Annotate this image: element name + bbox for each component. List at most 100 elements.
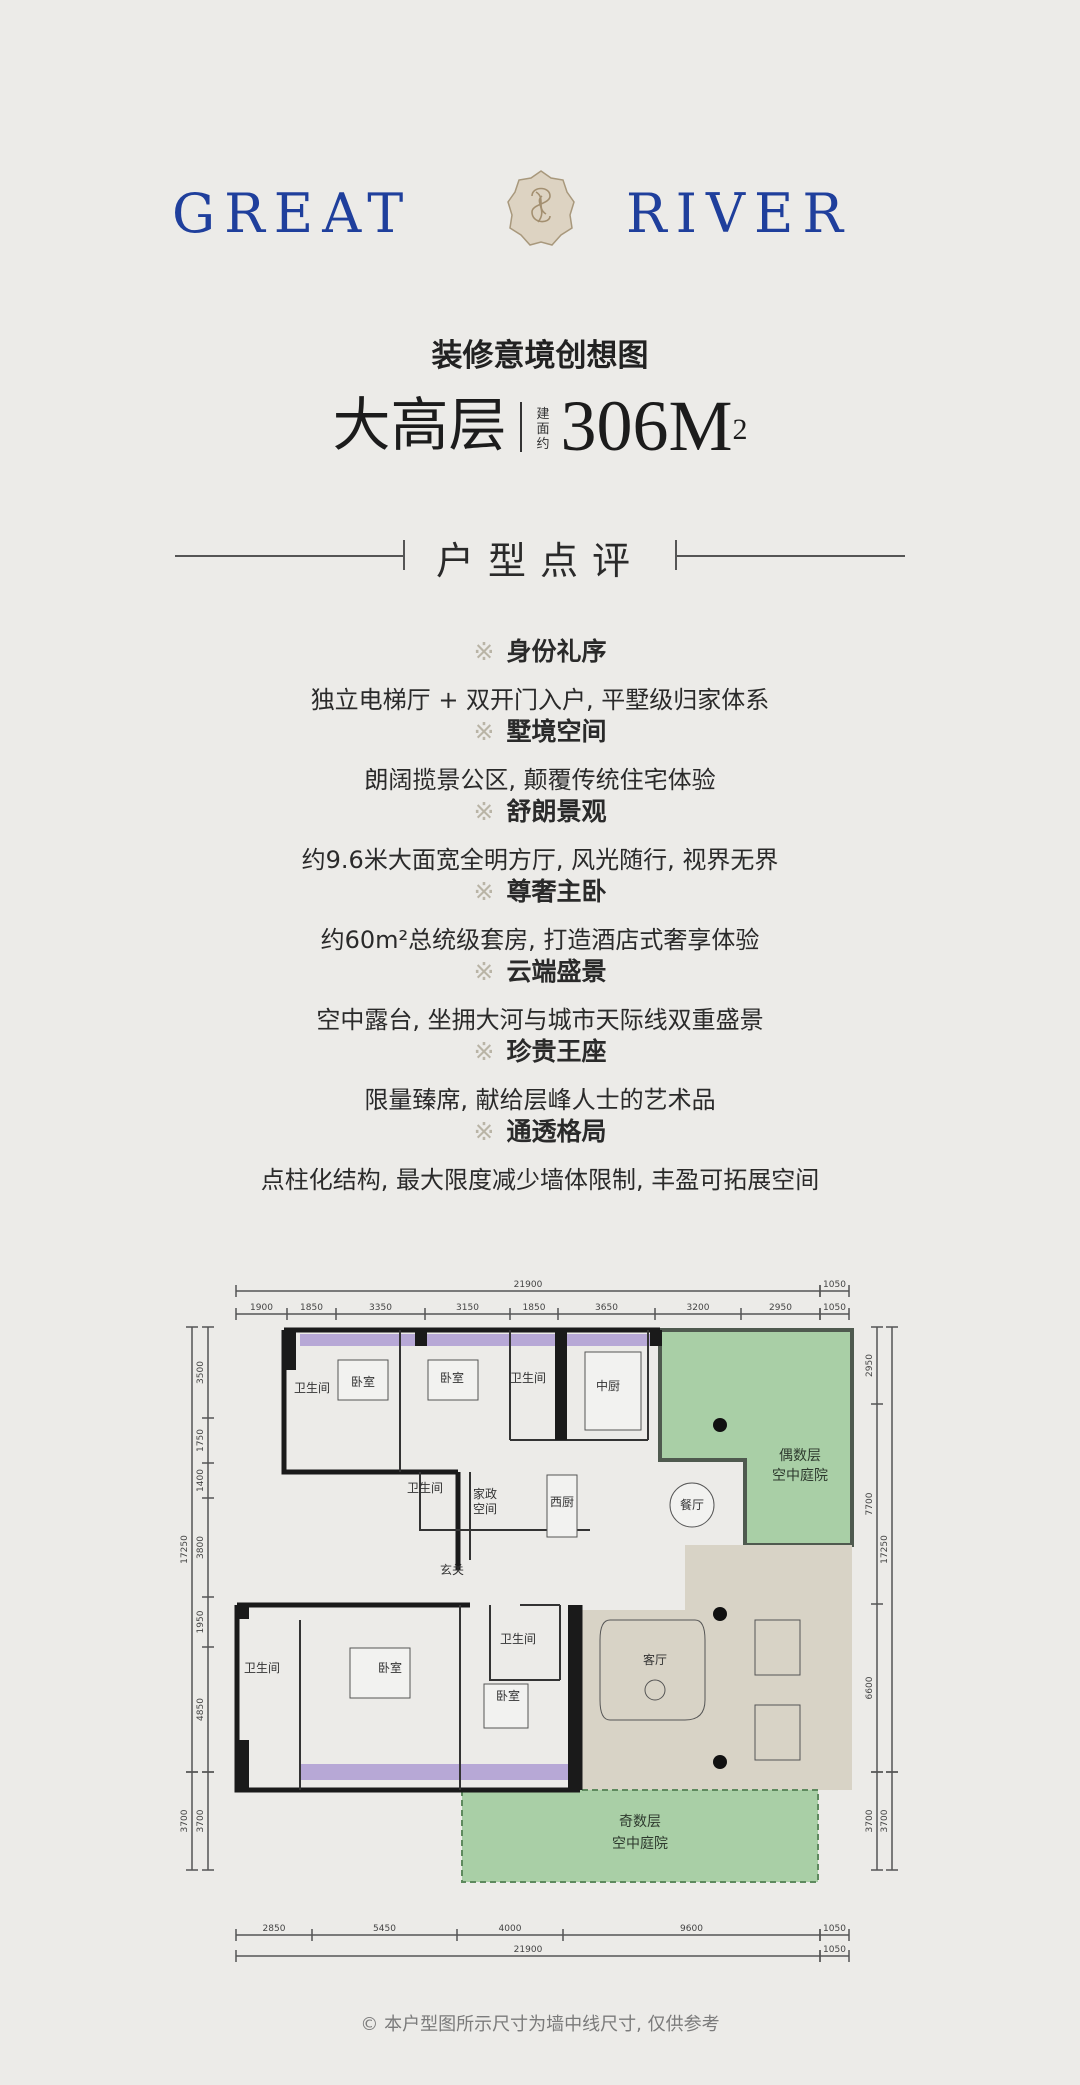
wall-pillar (284, 1330, 296, 1370)
room-label-bathroom: 卫生间 (500, 1632, 536, 1646)
dimension-label: 21900 (514, 1945, 543, 1955)
review-heading: ※通透格局 (0, 1112, 1080, 1148)
dimension-label: 1900 (250, 1303, 273, 1313)
review-heading: ※ 墅境空间 (0, 712, 1080, 748)
room-label-bathroom: 卫生间 (510, 1371, 546, 1385)
room-label-housekeeping: 空间 (473, 1502, 497, 1516)
review-item: ※通透格局点柱化结构, 最大限度减少墙体限制, 丰盈可拓展空间 (0, 1112, 1080, 1195)
reference-mark-icon: ※ (473, 717, 495, 746)
dimension-label: 1050 (823, 1924, 846, 1934)
wall-pillar (650, 1330, 662, 1346)
courtyard-label-odd: 空中庭院 (612, 1835, 668, 1852)
bed (349, 1647, 411, 1699)
review-desc: 约60m²总统级套房, 打造酒店式奢享体验 (320, 926, 760, 954)
divider-tick-left (403, 540, 405, 570)
review-desc: 独立电梯厅 + 双开门入户, 平墅级归家体系 (310, 686, 770, 714)
dimension-label: 1750 (196, 1429, 206, 1452)
review-heading-text: 墅境空间 (506, 717, 607, 746)
room-label-dining: 餐厅 (680, 1497, 704, 1512)
reference-mark-icon: ※ (473, 1037, 495, 1066)
logo-text-great: GREAT (172, 182, 413, 245)
room-label-bathroom: 卫生间 (244, 1661, 280, 1675)
wall-pillar (237, 1740, 249, 1790)
lounge-chair (754, 1619, 801, 1676)
dimension-label: 2950 (865, 1354, 875, 1377)
review-item: ※身份礼序独立电梯厅 + 双开门入户, 平墅级归家体系 (0, 632, 1080, 715)
divider-right (675, 555, 905, 557)
structural-column (713, 1755, 727, 1769)
wall-pillar (237, 1605, 249, 1619)
dimension-label: 1050 (823, 1945, 846, 1955)
review-heading: ※ 云端盛景 (0, 952, 1080, 988)
structural-column (713, 1607, 727, 1621)
room-label-bedroom: 卧室 (351, 1374, 375, 1389)
dimension-label: 3800 (196, 1536, 206, 1559)
island-counter (584, 1351, 642, 1431)
review-heading-text: 通透格局 (506, 1117, 607, 1146)
room-label-bathroom: 卫生间 (294, 1381, 330, 1395)
review-item: ※墅境空间朗阔揽景公区, 颠覆传统住宅体验 (0, 712, 1080, 795)
reference-mark-icon: ※ (473, 957, 495, 986)
review-item: ※ 云端盛景空中露台, 坐拥大河与城市天际线双重盛景 (0, 952, 1080, 1035)
western-kitchen-island (546, 1474, 578, 1538)
dimension-label: 4850 (196, 1698, 206, 1721)
dimension-label: 17250 (880, 1535, 890, 1564)
room-label-bedroom: 卧室 (440, 1370, 464, 1385)
section-title: 户型点评 (435, 539, 644, 583)
dimension-lines (186, 1285, 898, 1962)
bed (427, 1359, 479, 1401)
dimension-label: 3200 (687, 1303, 710, 1313)
dimension-label: 3350 (369, 1303, 392, 1313)
review-heading: ※尊奢主卧 (0, 872, 1080, 908)
sofa (599, 1619, 706, 1721)
divider-left (175, 555, 405, 557)
dimension-label: 21900 (514, 1280, 543, 1290)
review-desc: 点柱化结构, 最大限度减少墙体限制, 丰盈可拓展空间 (260, 1166, 820, 1194)
room-label-western-kitchen: 西厨 (550, 1495, 574, 1509)
window-strip-bottom (300, 1764, 578, 1780)
reference-mark-icon: ※ (473, 877, 495, 906)
review-heading-text: 珍贵王座 (506, 1037, 607, 1066)
room-label-bedroom: 卧室 (378, 1660, 402, 1675)
window-strip-top (300, 1334, 660, 1346)
title-divider (520, 402, 523, 452)
logo-text-river: RIVER (626, 182, 853, 245)
dimension-label: 3650 (595, 1303, 618, 1313)
room-label-foyer: 玄关 (440, 1562, 464, 1577)
bed (483, 1683, 529, 1729)
room-label-bathroom: 卫生间 (407, 1481, 443, 1495)
review-desc: 限量臻席, 献给层峰人士的艺术品 (364, 1086, 716, 1114)
reference-mark-icon: ※ (473, 797, 495, 826)
area-value: 306M2 (560, 390, 747, 462)
dining-table (669, 1482, 715, 1528)
courtyard-label-even: 偶数层 (779, 1448, 821, 1464)
dimension-label: 1050 (823, 1280, 846, 1290)
review-heading: ※ 舒朗景观 (0, 792, 1080, 828)
dimension-label: 5450 (373, 1924, 396, 1934)
review-heading-text: 舒朗景观 (506, 797, 607, 826)
dimension-label: 1950 (196, 1610, 206, 1633)
wall-pillar (555, 1330, 567, 1440)
review-heading-text: 云端盛景 (506, 957, 607, 986)
courtyard-label-odd: 奇数层 (619, 1813, 661, 1830)
room-label-chinese-kitchen: 中厨 (596, 1378, 620, 1393)
title-main: 大高层 (332, 391, 507, 459)
dimension-label: 3500 (196, 1361, 206, 1384)
dimension-label: 4000 (499, 1924, 522, 1934)
review-item: ※ 珍贵王座限量臻席, 献给层峰人士的艺术品 (0, 1032, 1080, 1115)
divider-tick-right (675, 540, 677, 570)
dimension-label: 9600 (680, 1924, 703, 1934)
dimension-label: 3700 (865, 1809, 875, 1832)
dimension-label: 3700 (880, 1809, 890, 1832)
area-superscript: 2 (732, 413, 748, 446)
coffee-table (644, 1679, 666, 1701)
review-item: ※舒朗景观约9.6米大面宽全明方厅, 风光随行, 视界无界 (0, 792, 1080, 875)
dimension-label: 17250 (180, 1535, 190, 1564)
area-number: 306M (560, 386, 733, 466)
subtitle: 装修意境创想图 (431, 338, 649, 374)
area-label: 建面约 (536, 407, 550, 452)
title-row: 大高层 建面约 306M2 (0, 378, 1080, 462)
review-desc: 空中露台, 坐拥大河与城市天际线双重盛景 (316, 1006, 764, 1034)
dimension-label: 1050 (823, 1303, 846, 1313)
